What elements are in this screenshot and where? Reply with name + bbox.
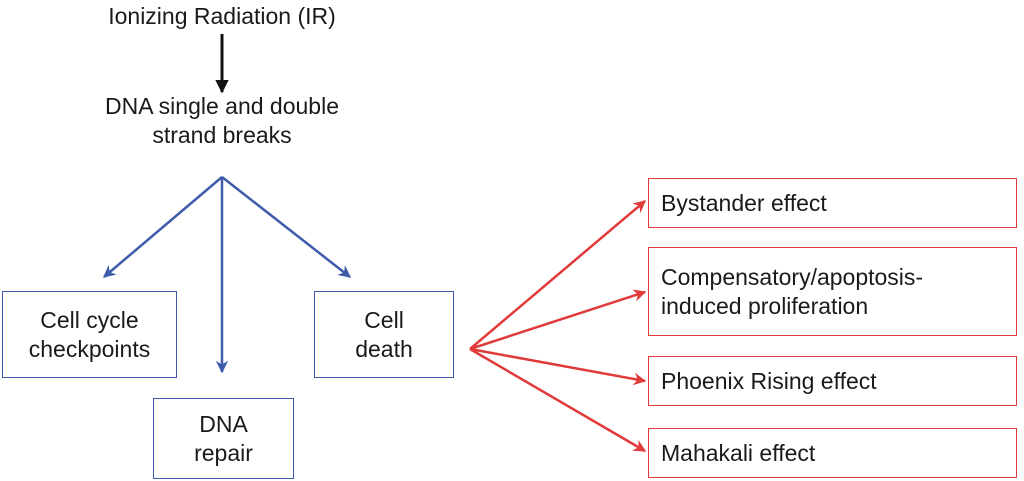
compensatory-proliferation-line1: Compensatory/apoptosis- [661, 263, 924, 290]
cell-cycle-checkpoints-line1: Cell cycle [40, 306, 139, 333]
dna-repair-line1: DNA [199, 410, 248, 437]
phoenix-rising-effect-box: Phoenix Rising effect [648, 356, 1017, 406]
arrow-death-to-compensatory [469, 289, 647, 351]
arrow-breaks-to-checkpoints [103, 176, 223, 278]
dna-repair-box: DNA repair [153, 398, 294, 479]
dna-repair-line2: repair [194, 439, 253, 466]
bystander-effect-text: Bystander effect [661, 189, 827, 216]
arrow-death-to-mahakali [469, 347, 647, 453]
arrow-death-to-bystander [469, 200, 646, 350]
arrow-death-to-phoenix [469, 347, 647, 386]
cell-death-line2: death [355, 335, 413, 362]
dna-breaks-line2: strand breaks [152, 122, 292, 148]
phoenix-rising-effect-text: Phoenix Rising effect [661, 367, 877, 394]
cell-cycle-checkpoints-line2: checkpoints [28, 335, 151, 362]
ionizing-radiation-text: Ionizing Radiation (IR) [108, 3, 336, 29]
cell-death-line1: Cell [364, 306, 404, 333]
bystander-effect-box: Bystander effect [648, 178, 1017, 228]
mahakali-effect-text: Mahakali effect [661, 439, 816, 466]
mahakali-effect-box: Mahakali effect [648, 428, 1017, 478]
compensatory-proliferation-line2: induced proliferation [661, 292, 869, 319]
dna-breaks-label: DNA single and double strand breaks [62, 92, 382, 150]
arrow-breaks-to-death [221, 176, 351, 278]
compensatory-proliferation-box: Compensatory/apoptosis- induced prolifer… [648, 247, 1017, 336]
ionizing-radiation-label: Ionizing Radiation (IR) [82, 2, 362, 31]
dna-breaks-line1: DNA single and double [105, 93, 339, 119]
cell-death-box: Cell death [314, 291, 454, 378]
cell-cycle-checkpoints-box: Cell cycle checkpoints [2, 291, 177, 378]
